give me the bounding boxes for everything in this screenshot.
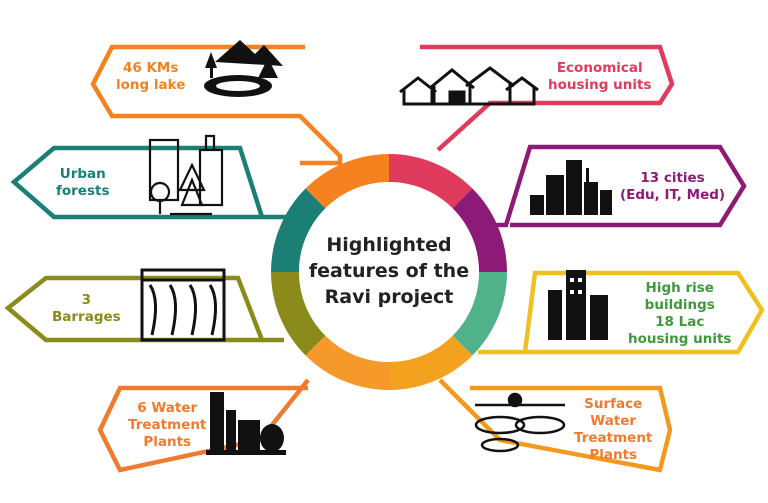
houses-icon [399, 66, 539, 106]
ring-segment-barrages [271, 272, 326, 356]
city-skyline-icon [530, 160, 612, 215]
feature-forests-line-2: forests [56, 183, 110, 199]
high-rise-icon [548, 270, 608, 340]
ring-segment-lake [305, 154, 389, 209]
connector-surface [438, 378, 673, 473]
feature-label-water: 6 Water Treatment Plants [128, 400, 206, 451]
center-title-line-2: features of the [308, 260, 470, 282]
water-plant-icon [206, 392, 286, 455]
barrage-dam-icon [140, 268, 226, 342]
feature-water-line-1: 6 Water [137, 400, 198, 416]
connector-housing [420, 44, 675, 152]
feature-water-line-3: Plants [143, 434, 192, 450]
feature-cities-line-1: 13 cities [640, 170, 705, 186]
feature-label-housing: Economical housing units [548, 60, 651, 94]
feature-surface-line-1: Surface [584, 396, 643, 412]
ring-segment-forests [271, 188, 326, 272]
feature-label-lake: 46 KMs long lake [116, 60, 185, 94]
feature-housing-line-1: Economical [556, 60, 643, 76]
feature-surface-line-2: Water [590, 413, 637, 429]
feature-housing-line-2: housing units [548, 77, 652, 93]
feature-highrise-line-1: High rise [645, 280, 714, 296]
feature-label-barrages: 3 Barrages [52, 292, 121, 326]
feature-ring [271, 154, 507, 390]
feature-lake-line-1: 46 KMs [122, 60, 179, 76]
feature-label-highrise: High rise buildings 18 Lac housing units [628, 280, 731, 348]
feature-forests-line-1: Urban [59, 166, 106, 182]
ring-segment-cities [452, 188, 507, 272]
connector-forests [10, 145, 290, 220]
feature-surface-line-4: Plants [589, 447, 638, 463]
feature-cities-line-2: (Edu, IT, Med) [620, 187, 726, 203]
feature-barrages-line-1: 3 [81, 292, 92, 308]
center-title-line-1: Highlighted [326, 234, 452, 256]
feature-highrise-line-4: housing units [628, 331, 732, 347]
feature-surface-line-3: Treatment [574, 430, 653, 446]
ring-segment-housing [389, 154, 473, 209]
feature-label-cities: 13 cities (Edu, IT, Med) [620, 170, 725, 204]
connector-barrages [4, 275, 284, 343]
connector-lake [90, 44, 343, 166]
feature-label-surface: Surface Water Treatment Plants [574, 396, 652, 464]
ring-segment-highrise [452, 272, 507, 356]
feature-lake-line-2: long lake [116, 77, 186, 93]
feature-highrise-line-3: 18 Lac [655, 314, 705, 330]
feature-water-line-2: Treatment [128, 417, 207, 433]
feature-label-forests: Urban forests [56, 166, 110, 200]
feature-highrise-line-2: buildings [644, 297, 715, 313]
ring-segment-surface [389, 335, 473, 390]
feature-barrages-line-2: Barrages [52, 309, 121, 325]
city-trees-icon [148, 134, 224, 216]
ring-segment-water [305, 335, 389, 390]
surface-water-plant-icon [474, 392, 566, 453]
connector-highrise [478, 270, 765, 355]
center-title: Highlighted features of the Ravi project [300, 232, 478, 310]
center-disc [299, 182, 479, 362]
center-title-line-3: Ravi project [324, 286, 454, 308]
connector-cities [470, 144, 747, 228]
lake-mountain-icon [204, 40, 283, 97]
